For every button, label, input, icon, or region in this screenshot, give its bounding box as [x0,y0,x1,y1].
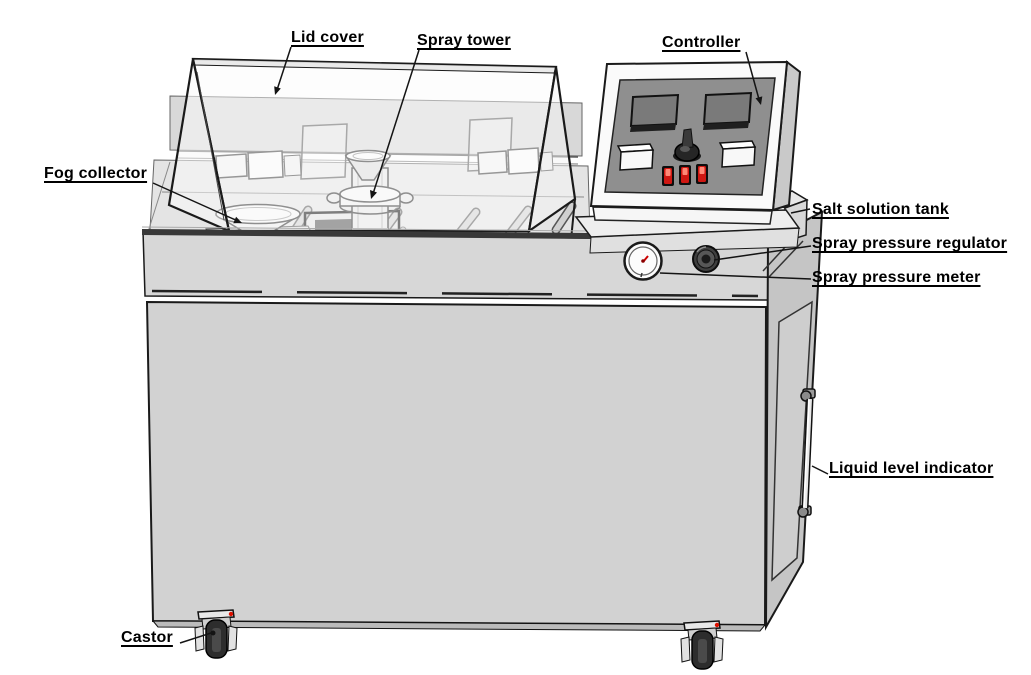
leader-liquid-level-indicator [811,465,829,475]
cabinet-body [145,300,768,632]
label-spray-pressure-meter: Spray pressure meter [812,269,981,286]
leader-salt-solution-tank [790,208,811,214]
label-fog-collector: Fog collector [44,165,148,182]
leader-spray-pressure-regulator [713,245,812,261]
leader-controller [745,51,761,104]
meter-box-left [616,143,655,171]
leader-castor [179,632,212,644]
label-lid-cover: Lid cover [291,29,364,46]
castor-front-left [194,609,238,659]
spray-pressure-meter [623,241,663,281]
label-spray-pressure-regulator: Spray pressure regulator [812,235,1008,252]
label-salt-solution-tank: Salt solution tank [812,201,949,218]
controller [589,60,802,225]
rocker-switches [662,164,708,186]
leader-spray-tower [371,49,420,198]
lid-cover [167,57,577,241]
leader-lid-cover [275,46,292,94]
display-screen-left [629,93,680,132]
label-controller: Controller [662,34,741,51]
label-castor: Castor [121,629,173,646]
castor-front-right [680,620,724,670]
label-liquid-level-indicator: Liquid level indicator [829,460,994,477]
controller-knob [673,128,701,162]
leader-lines [152,46,829,644]
display-screen-right [702,91,753,130]
leader-fog-collector [152,182,241,223]
cabinet-side [762,210,824,631]
label-spray-tower: Spray tower [417,32,511,49]
liquid-level-indicator [797,388,816,518]
leader-spray-pressure-meter [659,272,812,280]
spray-pressure-regulator [692,245,720,273]
meter-box-right [718,140,757,168]
